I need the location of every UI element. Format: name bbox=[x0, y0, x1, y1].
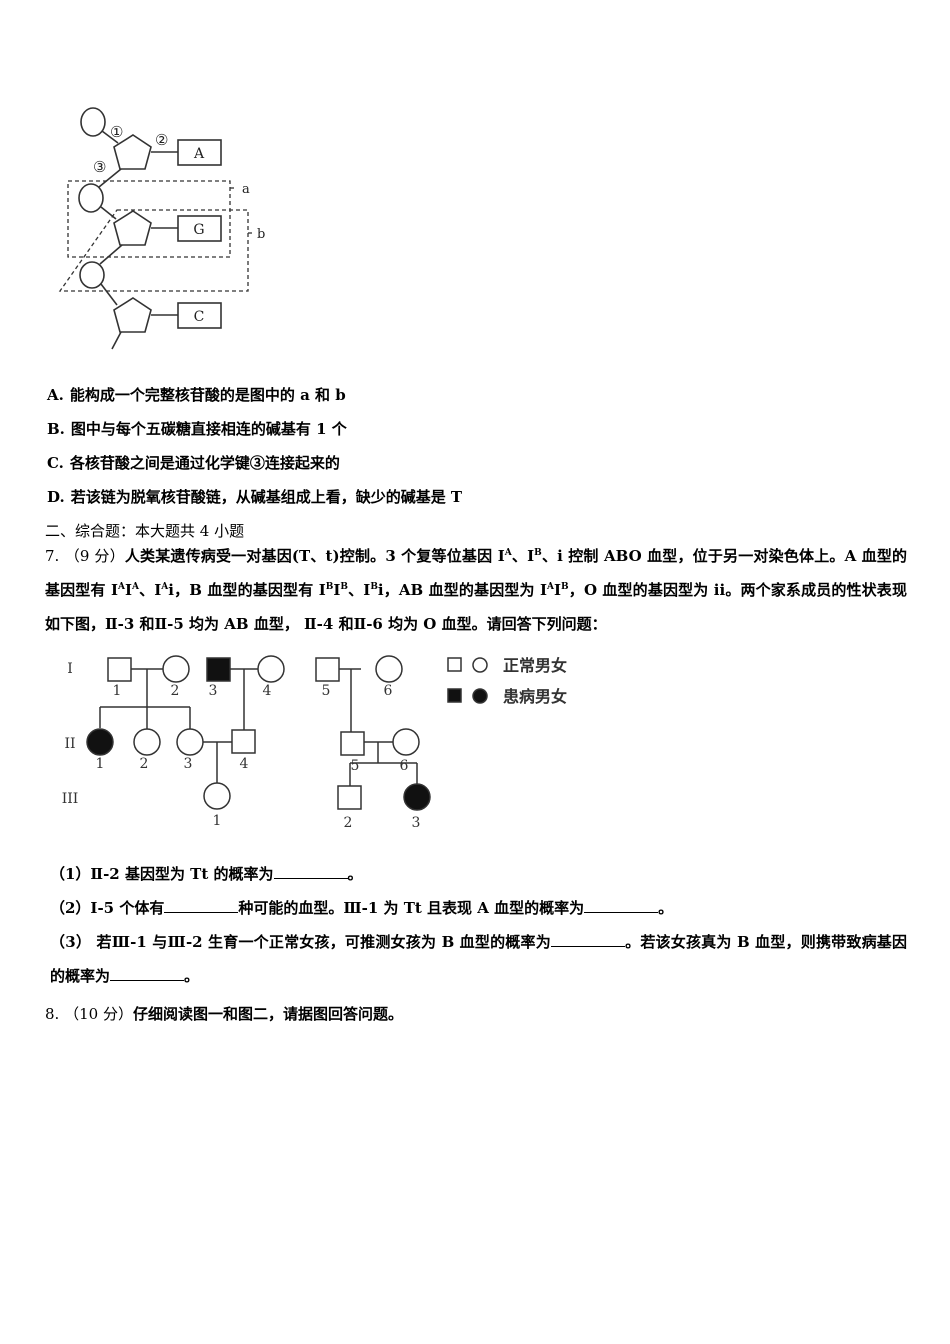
option-d: D.若该链为脱氧核苷酸链，从碱基组成上看，缺少的碱基是 T bbox=[47, 488, 463, 506]
box-label-b: b bbox=[257, 227, 265, 242]
bond-label-1: ① bbox=[110, 123, 123, 141]
individual-number: 4 bbox=[263, 683, 272, 699]
female-normal bbox=[162, 655, 190, 683]
generation-label: I bbox=[67, 661, 73, 677]
phosphate-circle bbox=[79, 261, 105, 289]
female-normal bbox=[203, 782, 231, 810]
individual-number: 4 bbox=[240, 756, 249, 772]
answer-blank[interactable] bbox=[164, 898, 239, 913]
base-label: G bbox=[193, 222, 204, 238]
sub-question-1: （1）Ⅱ-2 基因型为 Tt 的概率为。 bbox=[50, 864, 363, 883]
male-normal bbox=[315, 657, 340, 682]
individual-number: 6 bbox=[400, 758, 409, 774]
female-normal bbox=[257, 655, 285, 683]
individual-number: 1 bbox=[96, 756, 105, 772]
base-box-c bbox=[177, 302, 222, 329]
individual-number: 2 bbox=[140, 756, 149, 772]
pentose-sugar bbox=[113, 210, 152, 246]
option-b: B.图中与每个五碳糖直接相连的碱基有 1 个 bbox=[47, 420, 347, 438]
female-affected bbox=[403, 783, 431, 811]
generation-label: II bbox=[64, 736, 75, 752]
individual-number: 3 bbox=[412, 815, 421, 831]
legend-female-normal bbox=[472, 657, 488, 673]
female-normal bbox=[176, 728, 204, 756]
nucleotide-chain-figure: A G C ① ② ③ a b bbox=[58, 107, 265, 350]
female-affected bbox=[86, 728, 114, 756]
answer-blank[interactable] bbox=[110, 966, 185, 981]
individual-number: 2 bbox=[171, 683, 180, 699]
base-box-a bbox=[177, 139, 222, 166]
female-normal bbox=[392, 728, 420, 756]
legend-female-affected bbox=[472, 688, 488, 704]
individual-number: 5 bbox=[351, 758, 360, 774]
phosphate-circle bbox=[80, 107, 106, 137]
individual-number: 3 bbox=[209, 683, 218, 699]
individual-number: 1 bbox=[213, 813, 222, 829]
base-box-g bbox=[177, 215, 222, 242]
legend-male-normal bbox=[447, 657, 462, 672]
pentose-sugar bbox=[113, 134, 152, 170]
legend-normal-label: 正常男女 bbox=[503, 656, 567, 675]
sub-question-3: （3） 若Ⅲ-1 与Ⅲ-2 生育一个正常女孩，可推测女孩为 B 血型的概率为。若… bbox=[50, 932, 908, 985]
pedigree-chart: I II III 1 2 3 4 5 6 1 2 3 4 5 6 1 2 3 正… bbox=[62, 655, 567, 831]
male-normal bbox=[107, 657, 132, 682]
answer-blank[interactable] bbox=[550, 932, 625, 947]
individual-number: 2 bbox=[344, 815, 353, 831]
generation-label: III bbox=[62, 791, 79, 807]
pentose-sugar bbox=[113, 297, 152, 333]
question-8: 8. （10 分）仔细阅读图一和图二，请据图回答问题。 bbox=[45, 1005, 403, 1023]
legend-affected-label: 患病男女 bbox=[503, 687, 567, 706]
base-label: C bbox=[194, 309, 205, 325]
individual-number: 3 bbox=[184, 756, 193, 772]
female-normal bbox=[375, 655, 403, 683]
individual-number: 1 bbox=[113, 683, 122, 699]
sub-question-2: （2）Ⅰ-5 个体有种可能的血型。Ⅲ-1 为 Tt 且表现 A 血型的概率为。 bbox=[50, 898, 674, 917]
male-normal bbox=[340, 731, 365, 756]
dashed-box-a bbox=[67, 180, 231, 258]
legend-male-affected bbox=[447, 688, 462, 703]
bond-label-2: ② bbox=[155, 131, 168, 149]
individual-number: 5 bbox=[322, 683, 331, 699]
individual-number: 6 bbox=[384, 683, 393, 699]
phosphate-circle bbox=[78, 183, 104, 213]
section-heading: 二、综合题：本大题共 4 小题 bbox=[45, 522, 245, 540]
answer-blank[interactable] bbox=[584, 898, 659, 913]
base-label: A bbox=[193, 146, 205, 162]
male-normal bbox=[337, 785, 362, 810]
female-normal bbox=[133, 728, 161, 756]
male-affected bbox=[206, 657, 231, 682]
male-normal bbox=[231, 729, 256, 754]
box-label-a: a bbox=[242, 182, 250, 197]
dashed-box-b bbox=[58, 209, 249, 292]
bond-label-3: ③ bbox=[93, 158, 106, 176]
answer-blank[interactable] bbox=[273, 864, 348, 879]
question-7-stem: 7. （9 分）人类某遗传病受一对基因(T、t)控制。3 个复等位基因 IA、I… bbox=[45, 547, 908, 633]
option-a: A.能构成一个完整核苷酸的是图中的 a 和 b bbox=[47, 386, 346, 404]
option-c: C.各核苷酸之间是通过化学键③连接起来的 bbox=[47, 454, 340, 472]
